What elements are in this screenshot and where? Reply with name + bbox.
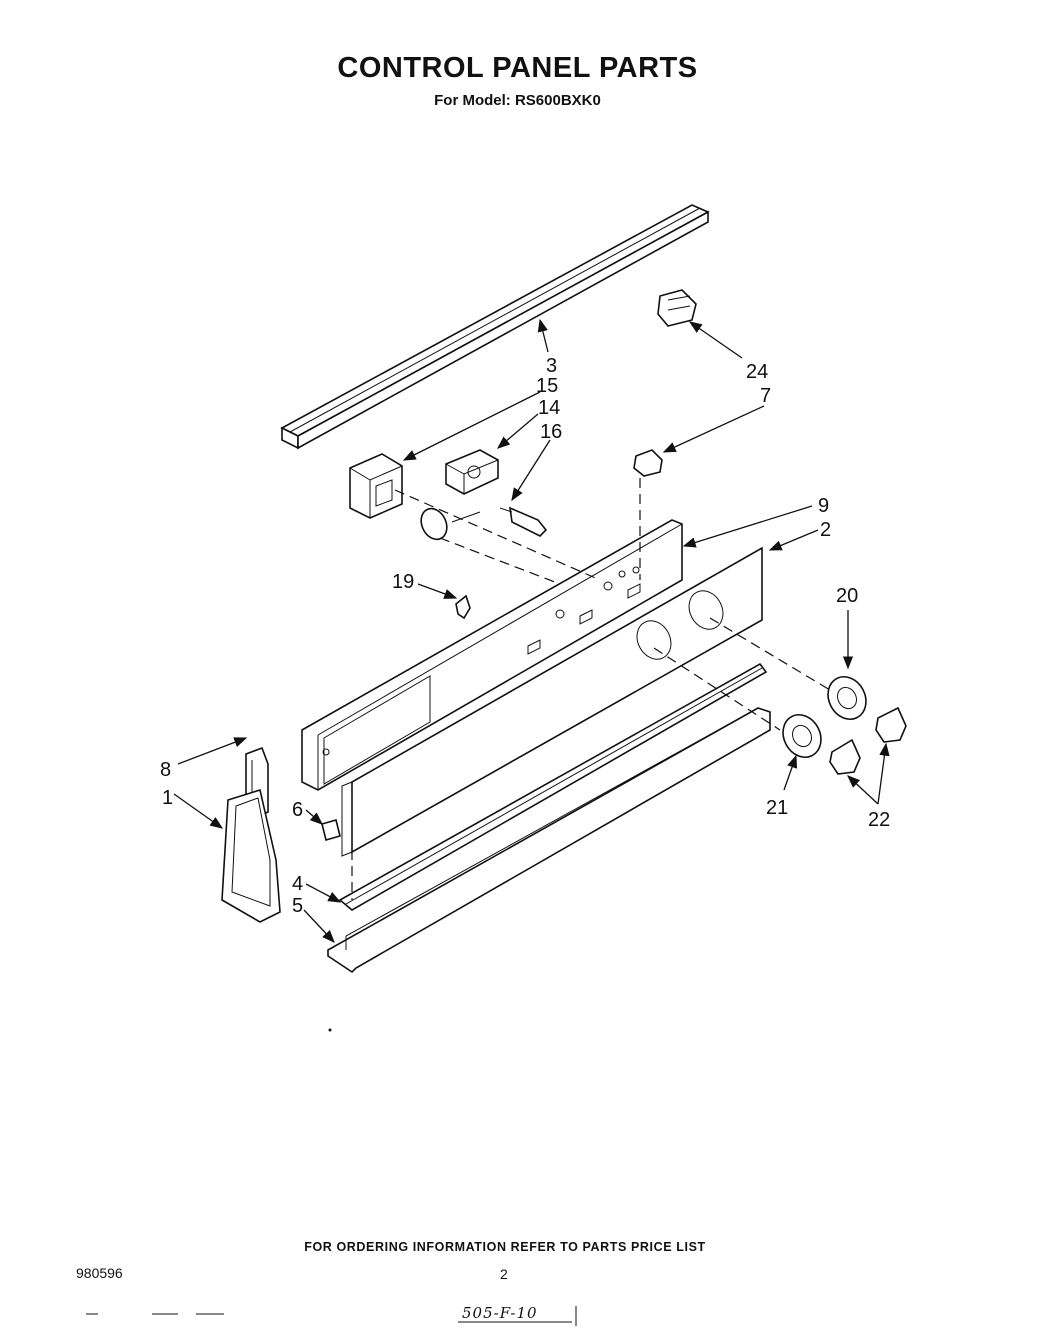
callout-6: 6 — [292, 799, 303, 821]
part-4-trim-strip — [338, 662, 768, 911]
model-subtitle: For Model: RS600BXK0 — [434, 92, 601, 109]
part-1-end-cap — [221, 788, 281, 923]
callout-24: 24 — [746, 361, 768, 383]
callout-7: 7 — [760, 385, 771, 407]
part-16-lamp — [451, 506, 548, 537]
callout-4: 4 — [292, 873, 303, 895]
callout-20: 20 — [836, 585, 858, 607]
callout-16: 16 — [540, 421, 562, 443]
part-22-knobs — [829, 706, 907, 775]
callout-22: 22 — [868, 809, 890, 831]
part-14-switch — [445, 449, 499, 495]
part-21-bezel — [782, 714, 822, 758]
part-7-switch — [633, 449, 663, 477]
callout-8: 8 — [160, 759, 171, 781]
part-6-block — [321, 819, 341, 841]
page-title: CONTROL PANEL PARTS — [337, 52, 698, 84]
leader-lines — [173, 318, 890, 943]
callout-labels: 3 15 14 16 24 7 9 2 19 20 21 22 8 1 6 4 … — [160, 355, 890, 917]
page-number: 2 — [500, 1266, 508, 1282]
part-19-clip — [455, 594, 471, 620]
callout-1: 1 — [162, 787, 173, 809]
part-9-mount-panel — [301, 519, 683, 791]
assembly-dashed-lines — [351, 478, 831, 900]
callout-19: 19 — [392, 571, 414, 593]
callout-9: 9 — [818, 495, 829, 517]
callout-3: 3 — [546, 355, 557, 377]
scan-marks — [86, 1028, 577, 1326]
callout-14: 14 — [538, 397, 560, 419]
callout-2: 2 — [820, 519, 831, 541]
document-number: 980596 — [76, 1265, 123, 1281]
part-24-clip — [657, 289, 697, 327]
callout-15: 15 — [536, 375, 558, 397]
callout-5: 5 — [292, 895, 303, 917]
part-3-top-trim — [280, 204, 710, 450]
part-15-timer — [349, 453, 403, 519]
handwritten-code: 505-F-10 — [462, 1304, 538, 1322]
callout-21: 21 — [766, 797, 788, 819]
part-5-channel — [327, 707, 771, 974]
part-20-bezel — [827, 676, 867, 720]
part-ring — [420, 507, 448, 541]
ordering-note: FOR ORDERING INFORMATION REFER TO PARTS … — [304, 1240, 706, 1254]
